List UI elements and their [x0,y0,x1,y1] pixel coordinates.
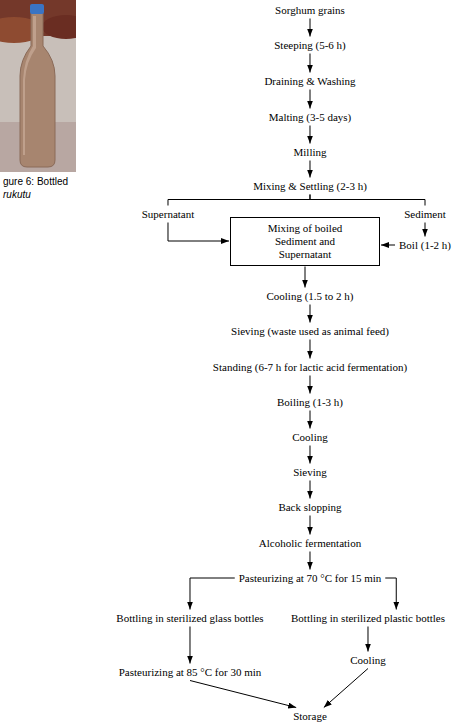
flow-arrow [381,245,395,246]
flow-arrow [168,195,310,206]
flow-arrow [310,195,425,206]
step-text: Boiling (1-3 h) [277,396,343,409]
step-text: Bottling in sterilized glass bottles [116,612,263,625]
figure-caption: rukutu [3,189,31,201]
flow-arrow [310,90,311,109]
process-step: Cooling [289,430,330,445]
step-text: Bottling in sterilized plastic bottles [291,612,445,625]
process-step: Back slopping [275,500,344,515]
process-step: Mixing & Settling (2-3 h) [250,179,370,194]
flow-arrow [305,267,306,288]
step-text: Draining & Washing [264,75,355,88]
step-text: Alcoholic fermentation [259,537,361,550]
process-step: Draining & Washing [261,74,358,89]
flow-arrow [367,627,368,652]
process-step: Storage [290,709,330,724]
flow-arrow [310,516,311,535]
step-text: Cooling (1.5 to 2 h) [266,290,353,303]
flow-arrow [309,126,310,144]
flow-arrow [309,446,310,464]
flow-arrow [309,340,310,359]
step-text: Steeping (5-6 h) [274,39,345,52]
step-text: Boil (1-2 h) [399,239,451,252]
step-text: Back slopping [278,501,341,514]
figure-caption: gure 6: Bottled [3,176,68,188]
step-text: Cooling [350,654,385,667]
process-box: Mixing of boiled Sediment and Supernatan… [230,217,380,266]
flow-arrow [309,376,310,394]
process-step: Milling [290,145,329,160]
step-text: Sieving (waste used as animal feed) [231,325,389,338]
flow-arrow [310,411,311,429]
bottle-body [20,13,55,167]
flow-arrow [310,19,311,37]
flow-arrow [310,305,311,323]
flow-arrow [309,161,310,178]
process-step: Cooling [347,653,388,668]
flow-arrow [425,223,426,237]
process-step: Sediment [401,207,449,222]
step-text: Storage [293,710,327,723]
process-step: Sieving [290,465,330,480]
flow-arrow [309,54,310,73]
step-text: Mixing of boiled Sediment and Supernatan… [253,222,357,261]
flow-arrow [324,669,368,708]
flow-arrow [309,552,310,570]
step-text: Supernatant [142,208,195,221]
process-step: Malting (3-5 days) [266,110,354,125]
process-step: Steeping (5-6 h) [271,38,348,53]
step-text: Sieving [293,466,327,479]
step-text: Mixing & Settling (2-3 h) [253,180,367,193]
step-text: Milling [293,146,326,159]
step-text: Cooling [292,431,327,444]
process-step: Boil (1-2 h) [396,238,454,253]
process-step: Pasteurizing at 70 °C for 15 min [236,571,385,586]
flow-arrow [385,578,396,610]
flow-arrow [310,481,311,499]
process-step: Sieving (waste used as animal feed) [228,324,392,339]
process-step: Standing (6-7 h for lactic acid fermenta… [210,360,410,375]
flow-arrow [168,223,229,242]
process-step: Supernatant [139,207,198,222]
bottle-highlight [23,16,36,155]
process-step: Alcoholic fermentation [256,536,364,551]
process-step: Cooling (1.5 to 2 h) [263,289,356,304]
flow-arrow [189,627,190,664]
process-step: Bottling in sterilized glass bottles [113,611,266,626]
step-text: Sorghum grains [275,4,345,17]
process-step: Boiling (1-3 h) [274,395,346,410]
process-step: Pasteurizing at 85 °C for 30 min [116,665,265,680]
flow-arrow [190,578,235,610]
process-step: Bottling in sterilized plastic bottles [288,611,448,626]
process-step: Sorghum grains [272,3,348,18]
photo-bowl [42,15,76,39]
bottle-cap [30,4,44,14]
step-text: Pasteurizing at 85 °C for 30 min [119,666,262,679]
step-text: Standing (6-7 h for lactic acid fermenta… [213,361,407,374]
step-text: Malting (3-5 days) [269,111,351,124]
step-text: Pasteurizing at 70 °C for 15 min [239,572,382,585]
flow-arrow [190,681,296,708]
bottle-photo [0,0,76,172]
step-text: Sediment [404,208,446,221]
